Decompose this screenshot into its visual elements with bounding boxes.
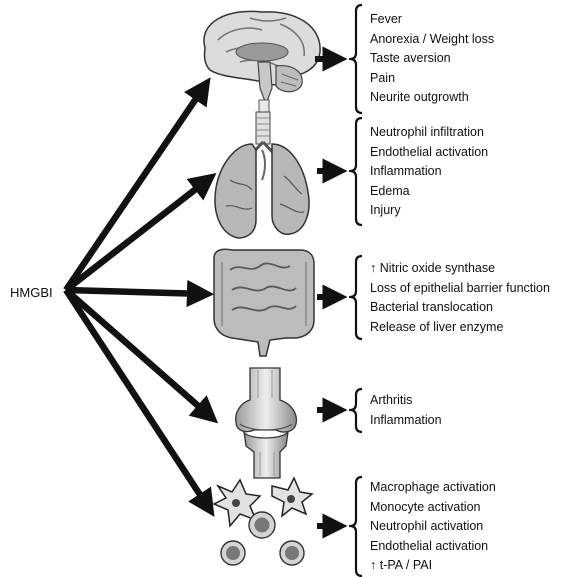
effect-item: ↑ Nitric oxide synthase [370,259,550,279]
source-label-hmgbi: HMGBI [10,285,53,300]
fan-arrows [66,84,212,510]
lymphocyte-cell [280,541,304,565]
effect-item: Fever [370,10,494,30]
effect-item: Anorexia / Weight loss [370,30,494,50]
effect-item: Taste aversion [370,49,494,69]
brace-knee [350,389,362,432]
knee-joint-icon [236,368,297,478]
effects-lungs: Neutrophil infiltration Endothelial acti… [370,123,488,221]
effect-item: Neurite outgrowth [370,88,494,108]
effect-item: Release of liver enzyme [370,318,550,338]
effect-item: Macrophage activation [370,478,496,498]
intestine-icon [214,249,314,356]
arrow-to-intestine [66,290,206,294]
effect-item: Endothelial activation [370,537,496,557]
effect-item: Pain [370,69,494,89]
effects-cells: Macrophage activation Monocyte activatio… [370,478,496,576]
effect-item: ↑ t-PA / PAI [370,556,496,576]
arrow-to-lungs [66,178,210,290]
effect-item: Neutrophil activation [370,517,496,537]
monocyte-cell [249,512,275,538]
effect-item: Endothelial activation [370,143,488,163]
effect-item: Inflammation [370,411,442,431]
effect-item: Loss of epithelial barrier function [370,279,550,299]
effect-item: Arthritis [370,391,442,411]
brace-brain [350,5,362,113]
effects-intestine: ↑ Nitric oxide synthase Loss of epitheli… [370,259,550,337]
effect-item: Edema [370,182,488,202]
effects-brain: Fever Anorexia / Weight loss Taste avers… [370,10,494,108]
immune-cells-icon [214,478,312,565]
effect-item: Neutrophil infiltration [370,123,488,143]
brace-intestine [350,256,362,339]
effect-item: Bacterial translocation [370,298,550,318]
effect-item: Injury [370,201,488,221]
effect-item: Inflammation [370,162,488,182]
lungs-icon [215,112,309,238]
effects-knee: Arthritis Inflammation [370,391,442,430]
arrow-to-brain [66,84,206,290]
neutrophil-cell [221,541,245,565]
brace-cells [350,477,362,576]
brace-lungs [350,118,362,225]
effect-item: Monocyte activation [370,498,496,518]
effect-arrows [315,59,340,526]
braces [350,5,362,576]
